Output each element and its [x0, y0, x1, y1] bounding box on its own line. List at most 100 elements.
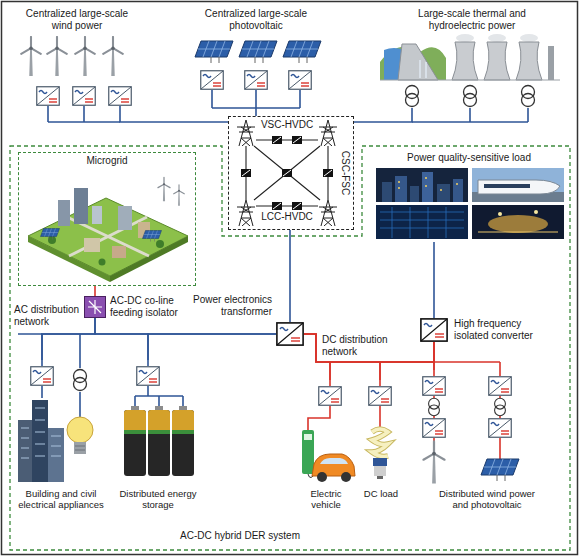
network-label: DC distribution network — [322, 334, 408, 358]
hvdc-grid-drawing — [237, 200, 255, 226]
hvdc-grid-drawing — [282, 169, 292, 177]
hvdc-network-box: VSC-HVDCCSC-FSCLCC-HVDC — [228, 116, 354, 230]
dc-feeders — [308, 362, 500, 459]
microgrid-city — [41, 229, 60, 240]
battery-icons — [124, 406, 194, 476]
node-label: High frequency isolated converter — [454, 318, 544, 342]
sensitive-load-photos — [380, 207, 464, 238]
dc-lamp-icon — [372, 429, 388, 457]
microgrid-city — [158, 177, 170, 201]
microgrid-city — [92, 206, 102, 224]
power-line — [433, 242, 435, 318]
ac-feeders — [31, 367, 54, 386]
load-group: Building and civil electrical appliances — [12, 360, 110, 513]
power-line — [289, 230, 291, 322]
node-label: Building and civil electrical appliances — [14, 488, 108, 511]
pv-plant — [283, 41, 321, 63]
hvdc-grid-drawing — [272, 202, 282, 210]
load-group: Power quality-sensitive load — [372, 150, 566, 242]
power-line — [42, 334, 276, 360]
wind-farm — [47, 37, 67, 76]
thermal-hydro-plant — [522, 86, 535, 107]
bulb-icon — [74, 442, 86, 454]
sensitive-load-photos — [498, 212, 502, 216]
thermal-hydro-plant — [406, 86, 419, 107]
power-line — [42, 318, 95, 360]
ev-icon — [302, 430, 314, 474]
thermal-hydro-plant — [464, 86, 477, 107]
isolator-symbol — [88, 300, 102, 314]
hvdc-grid-drawing — [292, 136, 302, 144]
building-icon — [32, 400, 48, 482]
node-label: LCC-HVDC — [256, 211, 318, 223]
dc-feeders — [429, 398, 440, 416]
node-label: CSC-FSC — [339, 148, 351, 198]
sensitive-load-photos — [376, 168, 564, 239]
dc-lamp-icon — [372, 429, 388, 479]
dc-feeders — [423, 419, 446, 438]
bulb-icon — [67, 417, 93, 454]
node-label: AC-DC co-line feeding isolator — [110, 295, 186, 319]
ac-feeders — [137, 367, 160, 386]
hvdc-grid-drawing — [292, 202, 302, 210]
sensitive-load-photos — [478, 231, 558, 232]
ac-feeders — [74, 370, 87, 391]
sensitive-load-photos — [472, 205, 564, 239]
wind-farm — [48, 106, 120, 122]
microgrid-city — [112, 246, 126, 258]
ev-icon — [320, 458, 348, 464]
hvdc-grid-drawing — [323, 169, 333, 177]
microgrid-city — [118, 206, 132, 230]
hf-converter-symbol — [421, 319, 447, 341]
microgrid-city — [156, 240, 164, 248]
dc-lamp-icon — [373, 458, 387, 466]
thermal-hydro-plant — [380, 80, 560, 81]
node-label: Microgrid — [21, 155, 193, 167]
thermal-hydro-plant — [456, 34, 474, 42]
dc-feeders — [369, 387, 392, 406]
hvdc-grid-drawing — [319, 120, 337, 146]
power-line — [380, 342, 434, 380]
distributed-generation-icons — [481, 459, 519, 481]
der-system-region: AC-DC hybrid DER system Microgrid Power qu… — [10, 146, 570, 550]
ev-icon — [317, 472, 327, 482]
building-icon — [21, 408, 61, 458]
thermal-hydro-plant — [452, 42, 478, 80]
isolator-box: AC-DC co-line feeding isolator — [84, 296, 106, 318]
pv-plant — [289, 71, 312, 90]
thermal-hydro-plant — [420, 60, 426, 78]
battery-icons — [148, 406, 170, 476]
ev-icon — [302, 430, 355, 482]
power-line — [148, 334, 276, 360]
generation-group: Distributed wind power and photovoltaic — [408, 370, 566, 513]
node-label: AC-DC hybrid DER system — [140, 530, 340, 542]
building-icon — [18, 400, 64, 482]
dc-lamp-icon — [374, 466, 386, 476]
sensitive-load-photos — [376, 168, 468, 202]
power-line — [95, 318, 148, 360]
hvdc-grid-drawing — [237, 120, 255, 146]
thermal-hydro-plant — [488, 34, 506, 42]
node-label: Power quality-sensitive load — [374, 152, 564, 164]
storage-group: Distributed energy storage — [114, 360, 202, 513]
wind-farm — [103, 37, 123, 76]
wind-farm — [73, 87, 96, 106]
node-label: Centralized large-scale photovoltaic — [188, 8, 324, 32]
node-label: Large-scale thermal and hydroelectric po… — [407, 8, 537, 32]
thermal-hydro-plant — [520, 34, 538, 42]
ev-icon — [341, 472, 351, 482]
building-icon — [18, 420, 32, 482]
power-line — [120, 110, 228, 122]
dc-feeders — [489, 419, 512, 438]
node-label: Distributed wind power and photovoltaic — [431, 488, 543, 511]
hvdc-grid-drawing — [246, 140, 328, 206]
microgrid-city — [28, 236, 110, 282]
isolator-symbol — [85, 297, 106, 318]
node-label: Distributed energy storage — [116, 488, 200, 511]
battery-icons — [124, 406, 146, 476]
generation-group: Centralized large-scale photovoltaic — [186, 6, 326, 98]
hvdc-grid-drawing — [241, 169, 251, 177]
